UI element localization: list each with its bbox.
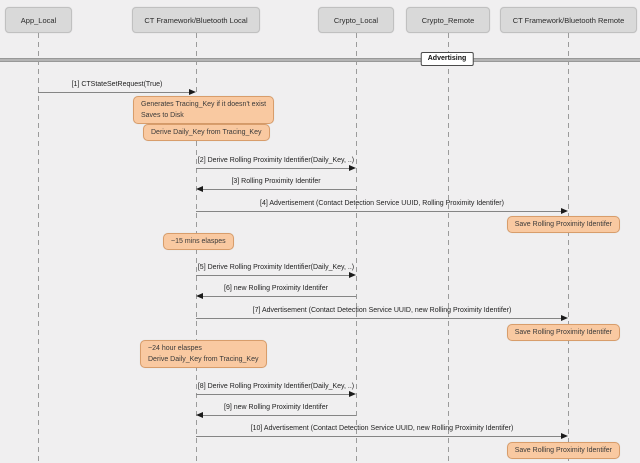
actor-ct-framework-local: CT Framework/Bluetooth Local xyxy=(132,7,260,33)
message-5-line xyxy=(196,275,353,276)
message-3-line xyxy=(199,189,356,190)
note-save-rpi-3: Save Rolling Proximity Identifer xyxy=(506,442,620,459)
note-save-rpi-2: Save Rolling Proximity Identifer xyxy=(506,324,620,341)
arrow-right-icon xyxy=(349,391,356,397)
phase-divider-label: Advertising xyxy=(420,52,474,66)
arrow-right-icon xyxy=(561,433,568,439)
message-9-line xyxy=(199,415,356,416)
message-3-label: [3] Rolling Proximity Identifer xyxy=(231,178,321,185)
arrow-left-icon xyxy=(196,412,203,418)
message-6-label: [6] new Rolling Proximity Identifer xyxy=(224,285,328,292)
lifeline-app-local xyxy=(38,33,39,463)
actor-crypto-local: Crypto_Local xyxy=(318,7,394,33)
arrow-right-icon xyxy=(561,208,568,214)
arrow-left-icon xyxy=(196,186,203,192)
message-10-line xyxy=(196,436,565,437)
lifeline-crypto-local xyxy=(356,33,357,463)
message-7-line xyxy=(196,318,565,319)
message-9-label: [9] new Rolling Proximity Identifer xyxy=(224,404,328,411)
message-4-line xyxy=(196,211,565,212)
lifeline-crypto-remote xyxy=(448,33,449,463)
message-5-label: [5] Derive Rolling Proximity Identifier(… xyxy=(197,264,355,271)
note-24-hour-elapses: ~24 hour elaspes Derive Daily_Key from T… xyxy=(140,340,267,368)
arrow-right-icon xyxy=(561,315,568,321)
message-1-label: [1] CTStateSetRequest(True) xyxy=(71,81,163,88)
message-4-label: [4] Advertisement (Contact Detection Ser… xyxy=(260,200,504,207)
note-save-rpi-1: Save Rolling Proximity Identifer xyxy=(506,216,620,233)
message-2-line xyxy=(196,168,353,169)
arrow-right-icon xyxy=(349,165,356,171)
message-1-line xyxy=(38,92,193,93)
arrow-left-icon xyxy=(196,293,203,299)
lifeline-ct-framework-remote xyxy=(568,33,569,463)
message-2-label: [2] Derive Rolling Proximity Identifier(… xyxy=(197,157,355,164)
message-8-line xyxy=(196,394,353,395)
message-10-label: [10] Advertisement (Contact Detection Se… xyxy=(250,425,514,432)
actor-ct-framework-remote: CT Framework/Bluetooth Remote xyxy=(500,7,637,33)
note-generates-tracing-key: Generates Tracing_Key if it doesn't exis… xyxy=(133,96,275,124)
message-8-label: [8] Derive Rolling Proximity Identifier(… xyxy=(197,383,355,390)
arrow-right-icon xyxy=(189,89,196,95)
message-7-label: [7] Advertisement (Contact Detection Ser… xyxy=(252,307,512,314)
message-6-line xyxy=(199,296,356,297)
phase-divider-line xyxy=(0,58,640,62)
actor-crypto-remote: Crypto_Remote xyxy=(406,7,490,33)
arrow-right-icon xyxy=(349,272,356,278)
actor-app-local: App_Local xyxy=(5,7,72,33)
note-15-mins-elapses: ~15 mins elaspes xyxy=(163,233,234,250)
note-derive-daily-key: Derive Daily_Key from Tracing_Key xyxy=(143,124,270,141)
